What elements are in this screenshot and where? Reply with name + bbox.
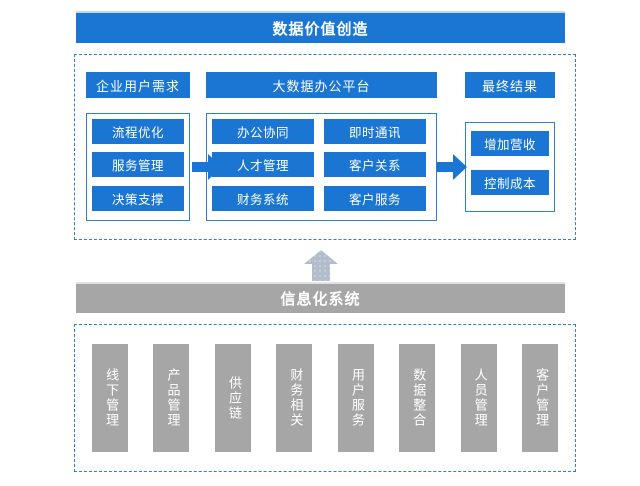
information-system-title-bar: 信息化系统	[76, 282, 565, 313]
item-finance-system[interactable]: 财务系统	[212, 186, 314, 211]
module-product-management[interactable]: 产品管理	[153, 344, 190, 452]
item-customer-relationship[interactable]: 客户关系	[324, 152, 426, 177]
arrow-right-icon	[435, 150, 469, 184]
item-customer-service[interactable]: 客户服务	[324, 186, 426, 211]
item-control-cost[interactable]: 控制成本	[471, 170, 549, 195]
module-personnel-management[interactable]: 人员管理	[460, 344, 497, 452]
item-decision-support[interactable]: 决策支撑	[92, 186, 184, 211]
item-office-collaboration[interactable]: 办公协同	[212, 119, 314, 144]
item-instant-messaging[interactable]: 即时通讯	[324, 119, 426, 144]
item-talent-management[interactable]: 人才管理	[212, 152, 314, 177]
header-enterprise-demand: 企业用户需求	[86, 72, 190, 98]
module-finance-related[interactable]: 财务相关	[276, 344, 313, 452]
header-bigdata-platform: 大数据办公平台	[206, 72, 437, 98]
header-final-result: 最终结果	[465, 72, 555, 98]
item-increase-revenue[interactable]: 增加营收	[471, 131, 549, 156]
information-system-container	[74, 324, 576, 472]
module-offline-management[interactable]: 线下管理	[92, 344, 128, 452]
module-customer-management[interactable]: 客户管理	[521, 344, 558, 452]
value-creation-container	[74, 54, 576, 240]
page-title-bar: 数据价值创造	[76, 11, 565, 43]
module-data-integration[interactable]: 数据整合	[399, 344, 436, 452]
arrow-up-icon	[303, 249, 339, 282]
item-service-management[interactable]: 服务管理	[92, 152, 184, 177]
module-supply-chain[interactable]: 供应链	[214, 344, 251, 452]
arrow-right-icon	[190, 150, 224, 184]
item-process-optimization[interactable]: 流程优化	[92, 119, 184, 144]
module-user-service[interactable]: 用户服务	[337, 344, 374, 452]
information-system-module-row: 线下管理 产品管理 供应链 财务相关 用户服务 数据整合 人员管理 客户管理	[92, 344, 558, 452]
